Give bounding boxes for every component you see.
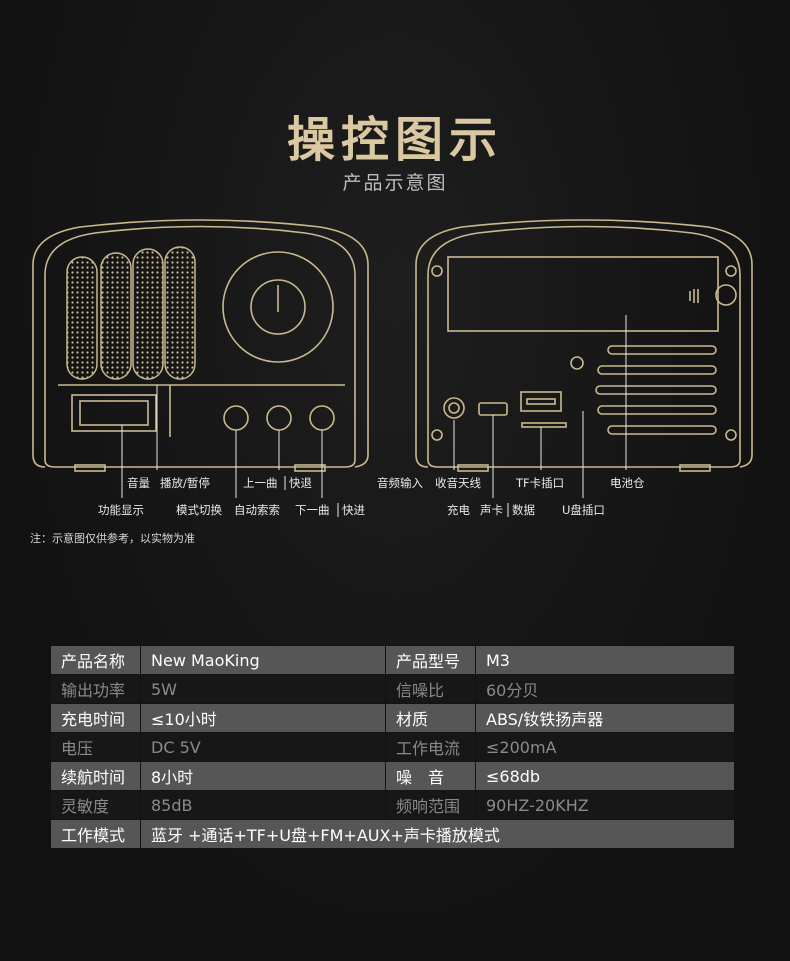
spec-value: 90HZ-20KHZ [475,790,735,820]
spec-key: 灵敏度 [50,790,141,820]
label-volume: 音量 [127,476,150,490]
spec-value: 8小时 [140,761,386,791]
spec-value: 蓝牙 +通话+TF+U盘+FM+AUX+声卡播放模式 [140,819,735,849]
front-knobs [223,405,335,431]
spec-value: 60分贝 [475,674,735,704]
spec-key: 产品名称 [50,645,141,675]
spec-key: 频响范围 [385,790,476,820]
label-usb-slot: U盘插口 [562,503,605,517]
label-charge: 充电 [447,503,470,517]
spec-key: 材质 [385,703,476,733]
label-next: 下一曲 [295,503,330,517]
spec-value: ≤10小时 [140,703,386,733]
spec-value: ≤200mA [475,732,735,762]
label-play-pause: 播放/暂停 [160,476,210,490]
spec-key: 电压 [50,732,141,762]
spec-key: 噪 音 [385,761,476,791]
page-title: 操控图示 [286,112,503,168]
spec-value: M3 [475,645,735,675]
back-leader-lines [453,315,627,498]
label-display: 功能显示 [98,503,144,517]
spec-value: New MaoKing [140,645,386,675]
spec-value: ≤68db [475,761,735,791]
page-subtitle: 产品示意图 [342,172,448,194]
spec-value: 5W [140,674,386,704]
back-radio [415,219,753,472]
spec-key: 信噪比 [385,674,476,704]
label-forward: 快进 [342,503,365,517]
label-sound-card: 声卡 [480,503,503,517]
label-tf-slot: TF卡插口 [515,476,564,490]
spec-value: DC 5V [140,732,386,762]
label-mode-switch: 模式切换 [176,503,222,517]
spec-value: 85dB [140,790,386,820]
spec-key: 工作电流 [385,732,476,762]
label-prev: 上一曲 [243,476,278,490]
front-dial [222,251,334,363]
label-auto-scan: 自动索索 [234,503,280,517]
spec-key: 续航时间 [50,761,141,791]
label-rewind: 快退 [289,476,312,490]
label-audio-in: 音频输入 [377,476,423,490]
spec-key: 充电时间 [50,703,141,733]
spec-key: 工作模式 [50,819,141,849]
label-data: 数据 [512,503,535,517]
disclaimer-note: 注：示意图仅供参考，以实物为准 [30,532,195,545]
spec-value: ABS/钕铁扬声器 [475,703,735,733]
front-leader-lines [121,385,323,498]
label-antenna: 收音天线 [435,476,481,490]
spec-key: 产品型号 [385,645,476,675]
product-diagram: 音量 播放/暂停 上一曲 快退 功能显示 模式切换 自动索索 下一曲 快进 音频… [32,219,753,517]
front-radio [32,219,369,472]
spec-row-mode: 工作模式蓝牙 +通话+TF+U盘+FM+AUX+声卡播放模式 [50,819,735,849]
spec-key: 输出功率 [50,674,141,704]
label-battery: 电池仓 [610,476,645,490]
front-speaker-grille [66,246,196,380]
